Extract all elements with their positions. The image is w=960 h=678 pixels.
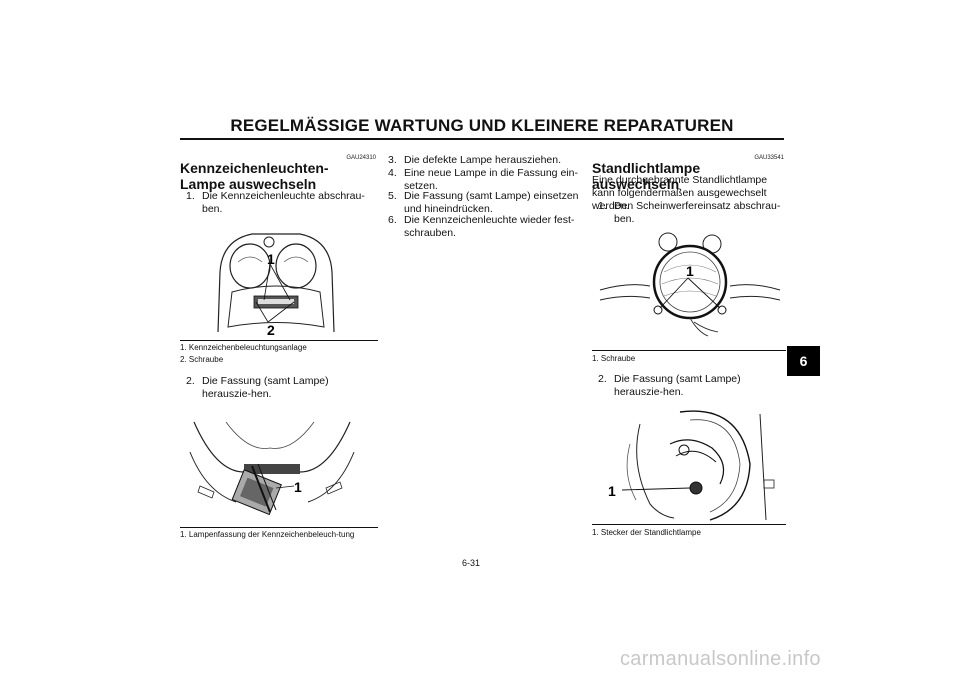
figure-label-1: 1 [294,479,302,495]
caption-fig1-item2: 2. Schraube [180,355,224,364]
step-text: Die Kennzeichenleuchte wieder fest-schra… [404,214,575,239]
caption-rule [592,350,786,351]
step-text: Den Scheinwerfereinsatz abschrau-ben. [614,200,781,225]
figure-label-1: 1 [608,483,616,499]
step-number: 3. [388,154,397,166]
step-number: 2. [186,375,195,387]
chapter-tab: 6 [787,346,820,376]
figure-parking-lamp: 1 [608,410,775,521]
section-code-right: GAU33541 [754,155,784,161]
step-text: Eine neue Lampe in die Fassung ein-setze… [404,167,578,192]
page-number: 6-31 [462,558,481,568]
figure-headlight: 1 [599,232,781,337]
caption-rule [180,527,378,528]
step-number: 2. [598,373,607,385]
caption-rule [592,524,786,525]
step-number: 1. [186,190,195,202]
figure-lamp-socket: 1 [189,421,355,516]
caption-fig3-item1: 1. Schraube [592,354,636,363]
step-number: 5. [388,190,397,202]
caption-fig4-item1: 1. Stecker der Standlichtlampe [592,528,701,537]
caption-rule [180,340,378,341]
section-heading-right: Standlichtlampe auswechseln [592,160,701,192]
step-number: 6. [388,214,397,226]
step-text: Die Fassung (samt Lampe) herauszie-hen. [614,373,741,398]
section-code-left: GAU24310 [346,155,376,161]
figure-label-1: 1 [686,263,694,279]
watermark: carmanualsonline.info [620,648,821,670]
step-number: 1. [598,200,607,212]
page-header-title: REGELMÄSSIGE WARTUNG UND KLEINERE REPARA… [230,116,734,135]
figure-label-1: 1 [267,251,275,267]
step-text: Die defekte Lampe herausziehen. [404,154,562,166]
step-text: Die Kennzeichenleuchte abschrau-ben. [202,190,365,215]
section-heading-left: Kennzeichenleuchten-Lampe auswechseln [180,160,329,192]
caption-fig2-item1: 1. Lampenfassung der Kennzeichenbeleuch-… [180,530,355,539]
header-rule [180,138,784,140]
caption-fig1-item1: 1. Kennzeichenbeleuchtungsanlage [180,343,307,352]
intro-paragraph: Eine durchgebrannte Standlichtlampe kann… [592,174,768,212]
figure-label-2: 2 [267,322,275,338]
step-text: Die Fassung (samt Lampe) herauszie-hen. [202,375,329,400]
step-text: Die Fassung (samt Lampe) einsetzen und h… [404,190,579,215]
step-number: 4. [388,167,397,179]
figure-license-lamp: 1 2 [217,233,335,338]
